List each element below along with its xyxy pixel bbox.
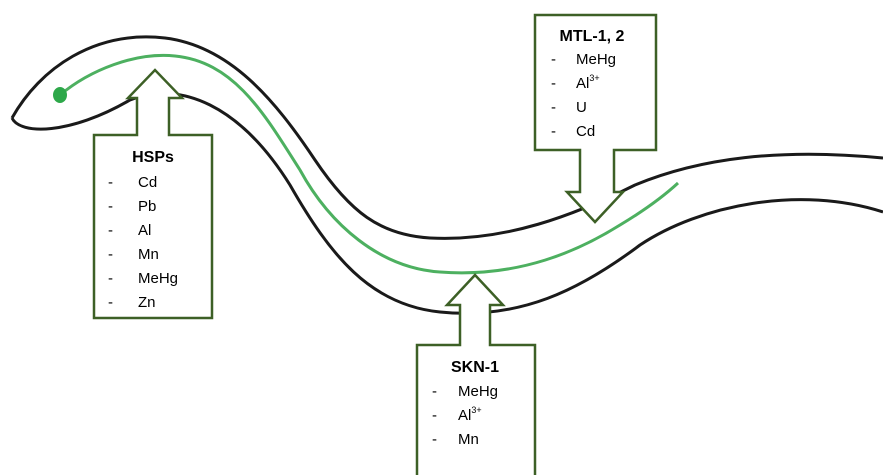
skn-bullet: - (432, 383, 437, 400)
hsps-bullet: - (108, 174, 113, 191)
mtl-title: MTL-1, 2 (560, 28, 625, 45)
mtl-item: Cd (576, 123, 595, 140)
hsps-item: MeHg (138, 270, 178, 287)
mtl-callout: MTL-1, 2 - MeHg - Al3+ - U - Cd (535, 15, 656, 222)
skn-bullet: - (432, 431, 437, 448)
mtl-item: U (576, 99, 587, 116)
hsps-bullet: - (108, 246, 113, 263)
mtl-bullet: - (551, 99, 556, 116)
skn-callout: SKN-1 - MeHg - Al3+ - Mn (417, 275, 535, 475)
hsps-callout: HSPs - Cd - Pb - Al - Mn - MeHg - Zn (94, 70, 212, 318)
hsps-bullet: - (108, 294, 113, 311)
hsps-bullet: - (108, 222, 113, 239)
hsps-item: Cd (138, 174, 157, 191)
hsps-item: Pb (138, 198, 156, 215)
hsps-item: Al (138, 222, 151, 239)
hsps-title: HSPs (132, 149, 174, 166)
skn-item: MeHg (458, 383, 498, 400)
hsps-item: Zn (138, 294, 156, 311)
skn-item: Mn (458, 431, 479, 448)
mtl-bullet: - (551, 123, 556, 140)
skn-bullet: - (432, 407, 437, 424)
skn-title: SKN-1 (451, 359, 499, 376)
pharynx-bulb (53, 87, 67, 103)
mtl-bullet: - (551, 75, 556, 92)
mtl-item: MeHg (576, 51, 616, 68)
mtl-arrow (535, 15, 656, 222)
hsps-bullet: - (108, 270, 113, 287)
hsps-bullet: - (108, 198, 113, 215)
hsps-item: Mn (138, 246, 159, 263)
mtl-bullet: - (551, 51, 556, 68)
